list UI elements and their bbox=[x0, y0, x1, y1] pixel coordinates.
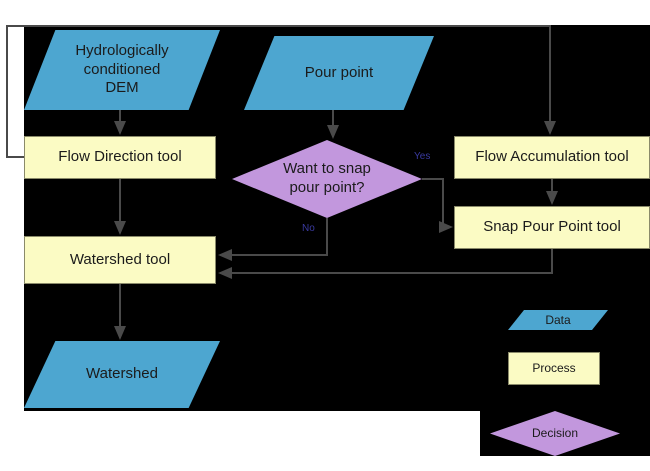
node-hydrologically-conditioned-dem[interactable]: Hydrologically conditioned DEM bbox=[24, 30, 220, 110]
node-want-to-snap-pour-point-decision[interactable]: Want to snap pour point? bbox=[232, 140, 422, 218]
node-label: Flow Accumulation tool bbox=[475, 148, 629, 166]
node-label: Hydrologically conditioned DEM bbox=[75, 41, 169, 97]
node-label: Want to snap pour point? bbox=[283, 160, 371, 196]
legend-item-data: Data bbox=[508, 310, 608, 330]
node-snap-pour-point-tool[interactable]: Snap Pour Point tool bbox=[454, 206, 650, 249]
edge-label-yes: Yes bbox=[414, 151, 431, 162]
node-label: Watershed bbox=[86, 365, 158, 383]
node-watershed-output[interactable]: Watershed bbox=[24, 341, 220, 408]
legend-label: Process bbox=[532, 361, 576, 375]
node-label: Watershed tool bbox=[69, 250, 171, 268]
node-pour-point[interactable]: Pour point bbox=[244, 36, 434, 110]
node-flow-direction-tool[interactable]: Flow Direction tool bbox=[24, 136, 216, 179]
edge-label-no: No bbox=[302, 223, 315, 234]
legend-label: Data bbox=[545, 312, 571, 327]
legend-item-process: Process bbox=[508, 352, 600, 385]
node-watershed-tool[interactable]: Watershed tool bbox=[24, 236, 216, 284]
node-label: Pour point bbox=[304, 63, 374, 81]
node-flow-accumulation-tool[interactable]: Flow Accumulation tool bbox=[454, 136, 650, 179]
node-label: Flow Direction tool bbox=[58, 148, 182, 166]
legend-label: Decision bbox=[531, 426, 579, 440]
node-label: Snap Pour Point tool bbox=[483, 218, 621, 236]
